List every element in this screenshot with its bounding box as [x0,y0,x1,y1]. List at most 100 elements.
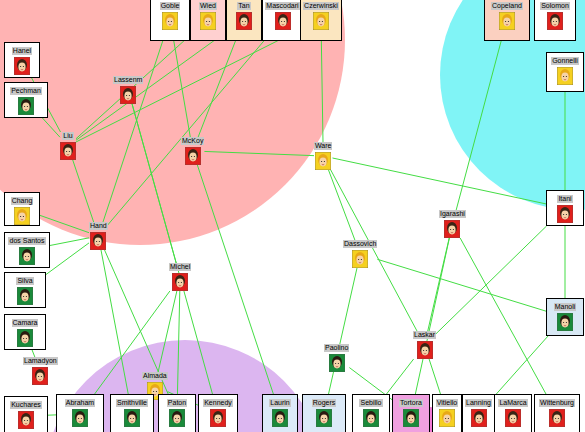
name-label: Itani [557,195,572,203]
avatar-icon [315,152,331,170]
link-line [46,243,89,275]
link-line [73,160,94,222]
link-line [329,170,355,240]
avatar-icon [557,313,573,331]
person-box: Vitiello [432,394,462,432]
avatar-icon [557,205,573,223]
name-label: Ware [314,142,332,150]
name-label: Tortora [399,399,423,407]
link-line [76,30,300,142]
avatar-icon [200,12,216,30]
link-line [101,250,128,394]
name-label: Mascodari [265,2,299,10]
person-box: Camara [4,314,46,350]
cluster-circle [45,340,325,432]
link-line [108,41,264,225]
name-label: Solomon [540,2,570,10]
link-line [40,215,89,232]
name-label: Igarashi [439,210,466,218]
name-label: Gonnelli [551,57,579,65]
person-node: Lassenm [113,76,143,104]
link-line [204,151,314,155]
avatar-icon [236,12,252,30]
person-box: Wittenburg [534,394,580,432]
avatar-icon [32,367,48,385]
name-label: Abraham [65,399,95,407]
person-box: Copeland [484,0,530,41]
name-label: Lamadyon [23,357,58,365]
avatar-icon [439,409,455,427]
link-line [95,291,170,394]
avatar-icon [72,409,88,427]
avatar-icon [505,409,521,427]
link-line [436,226,547,334]
person-node: Liu [60,132,76,160]
name-label: Sebillo [359,399,382,407]
person-node: Dassovich [343,240,377,268]
name-label: Pechman [10,87,42,95]
avatar-icon [19,247,35,265]
person-node: Ware [314,142,332,170]
person-box: Tan [226,0,262,41]
link-line [198,41,235,137]
link-line [32,350,35,357]
avatar-icon [60,142,76,160]
avatar-icon [403,409,419,427]
person-box: Rogers [302,394,346,432]
link-line [50,238,89,246]
link-line [76,35,190,138]
person-box: Goble [150,0,190,41]
avatar-icon [17,287,33,305]
avatar-icon [210,409,226,427]
person-node: Lamadyon [23,357,58,385]
name-label: Camara [12,319,39,327]
name-label: LaMarca [498,399,527,407]
person-box: Czerwinski [300,0,342,41]
avatar-icon [14,207,30,225]
avatar-icon [14,57,30,75]
person-node: Laskar [413,331,436,359]
name-label: Manoli [554,303,577,311]
person-box: Itani [546,190,584,226]
name-label: Silva [16,277,33,285]
person-box: Solomon [534,0,576,41]
person-box: Kuchares [4,396,48,432]
name-label: Paolino [324,344,349,352]
name-label: Vitiello [436,399,459,407]
name-label: Dassovich [343,240,377,248]
name-label: Kennedy [203,399,233,407]
link-line [332,158,546,204]
name-label: Laurin [269,399,290,407]
link-line [42,118,60,137]
name-label: Chang [11,197,34,205]
name-label: dos Santos [8,237,45,245]
avatar-icon [417,341,433,359]
name-label: Michel [169,263,191,271]
person-node: Igarashi [439,210,466,238]
name-label: Rogers [312,399,337,407]
name-label: Hand [89,222,108,230]
avatar-icon [329,354,345,372]
person-box: Abraham [56,394,104,432]
link-line [377,259,546,311]
avatar-icon [18,411,34,429]
link-line [177,291,179,394]
avatar-icon [549,409,565,427]
person-box: dos Santos [4,232,50,268]
avatar-icon [185,147,201,165]
person-box: Sebillo [352,394,390,432]
avatar-icon [471,409,487,427]
name-label: Kuchares [10,401,42,409]
name-label: Goble [160,2,181,10]
person-box: Tortora [392,394,430,432]
name-label: Tan [237,2,250,10]
name-label: Paton [167,399,187,407]
avatar-icon [313,12,329,30]
name-label: Lassenm [113,76,143,84]
link-line [495,336,548,395]
link-line [456,41,501,210]
person-box: Laurin [262,394,298,432]
link-line [331,170,417,331]
person-node: McKoy [181,137,204,165]
